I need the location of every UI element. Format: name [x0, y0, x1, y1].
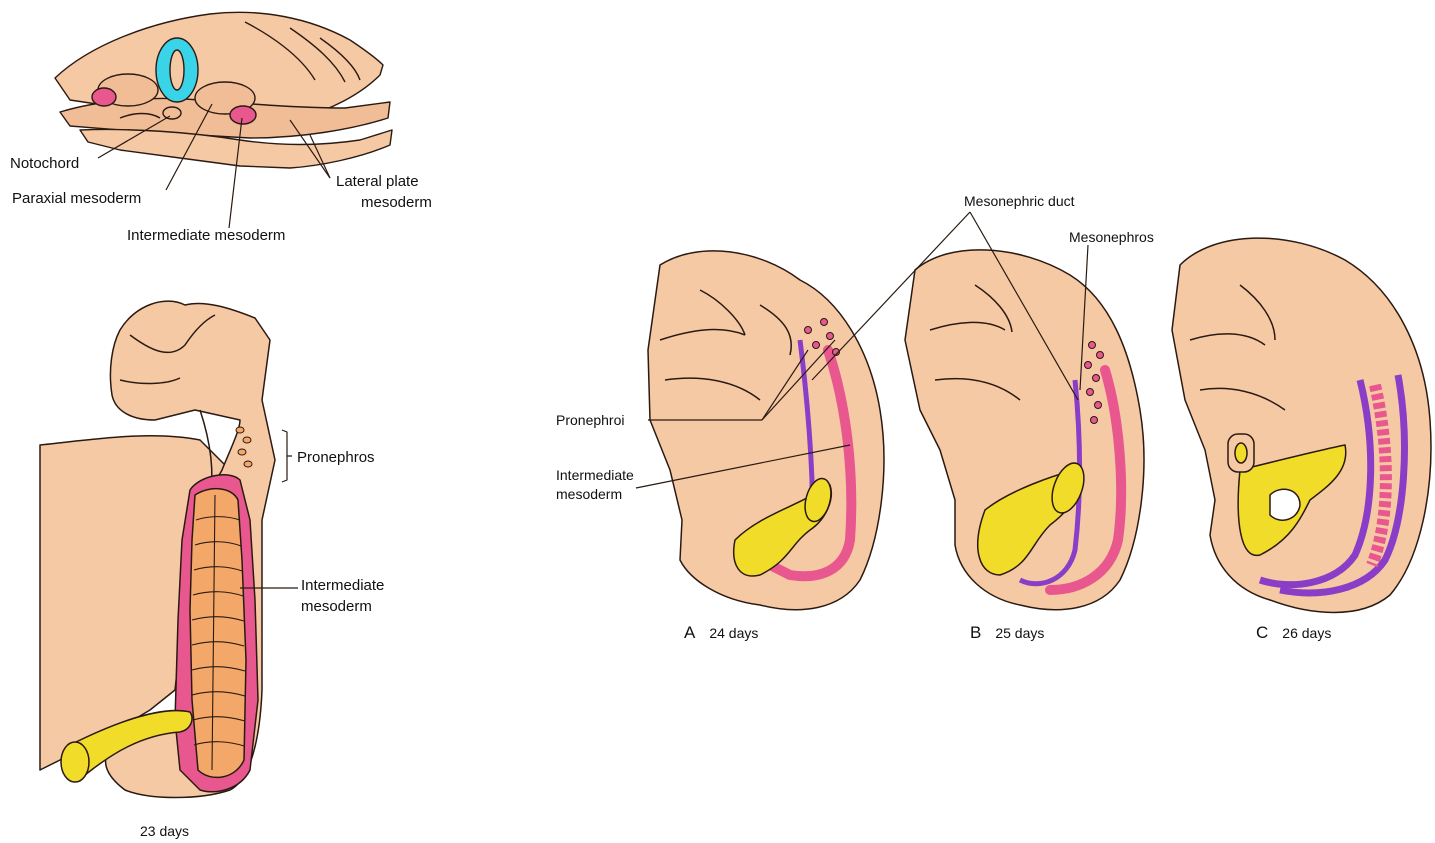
pronephros-dot	[821, 319, 828, 326]
mesonephros-dot	[1093, 375, 1100, 382]
stage-letter: B	[970, 623, 981, 642]
mesonephros-dot	[1095, 402, 1102, 409]
label-intermediate-mesoderm: Intermediate mesoderm	[127, 226, 285, 245]
stage-embryos	[636, 212, 1431, 613]
label-pronephroi: Pronephroi	[556, 411, 625, 430]
embryo-stage-c	[1172, 238, 1431, 612]
embryo-stage-b	[905, 250, 1144, 610]
caption-23-days: 23 days	[140, 823, 189, 839]
label-notochord: Notochord	[10, 154, 79, 173]
stage-age: 25 days	[995, 625, 1044, 641]
yolk-stalk-end	[61, 742, 89, 782]
pronephros-dot	[805, 327, 812, 334]
label-lateral-plate-line2: mesoderm	[361, 193, 432, 212]
stage-letter: C	[1256, 623, 1268, 642]
mesonephros-dot	[1097, 352, 1104, 359]
label-mesonephric-duct: Mesonephric duct	[964, 192, 1075, 211]
caption-stage-b: B 25 days	[970, 623, 1044, 643]
pronephros-dot	[243, 437, 251, 443]
label-mesonephros: Mesonephros	[1069, 228, 1154, 247]
label-stage-intermediate-line2: mesoderm	[556, 485, 622, 504]
label-paraxial-mesoderm: Paraxial mesoderm	[12, 189, 141, 208]
gut-opening	[1270, 489, 1300, 520]
stage-letter: A	[684, 623, 695, 642]
embryo-stage-a	[648, 251, 884, 610]
mesonephros-dot	[1085, 362, 1092, 369]
caption-stage-a: A 24 days	[684, 623, 758, 643]
pronephros-dot	[827, 333, 834, 340]
embryo-23-days	[40, 301, 298, 797]
somite-column	[190, 489, 246, 778]
stage-age: 26 days	[1282, 625, 1331, 641]
embryo-body	[1172, 238, 1431, 612]
label-pronephros: Pronephros	[297, 448, 375, 467]
intermediate-mesoderm-left	[92, 88, 116, 106]
umbilical-opening	[1235, 443, 1247, 463]
label-stage-intermediate-line1: Intermediate	[556, 466, 634, 485]
caption-stage-c: C 26 days	[1256, 623, 1331, 643]
label-intermediate-line2: mesoderm	[301, 597, 372, 616]
pronephros-bracket	[282, 430, 292, 482]
mesonephros-dot	[1089, 342, 1096, 349]
pronephros-dot	[236, 427, 244, 433]
notochord	[163, 107, 181, 119]
pronephros-dot	[813, 342, 820, 349]
label-intermediate-line1: Intermediate	[301, 576, 384, 595]
pronephros-dot	[244, 461, 252, 467]
neural-canal	[170, 50, 184, 90]
mesonephros-dot	[1091, 417, 1098, 424]
intermediate-mesoderm-right	[230, 106, 256, 124]
label-lateral-plate-line1: Lateral plate	[336, 172, 419, 191]
stage-age: 24 days	[709, 625, 758, 641]
pronephros-dot	[238, 449, 246, 455]
mesonephros-dot	[1087, 389, 1094, 396]
